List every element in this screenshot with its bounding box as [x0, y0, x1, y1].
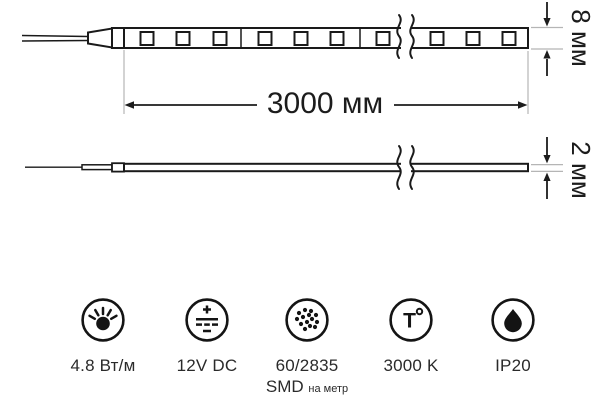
light-power-icon: [81, 298, 125, 342]
spec-label-power: 4.8 Вт/м: [70, 356, 136, 375]
spec-sublabel-led-density: SMD на метр: [266, 377, 348, 397]
strip-body: [123, 162, 529, 173]
arrowhead-down: [543, 155, 551, 164]
connector-plug: [87, 27, 113, 49]
strip-side-view: [25, 145, 529, 190]
color-temperature-icon: T: [389, 298, 433, 342]
width-dimension-label: 8 мм: [566, 9, 596, 66]
strip-top-view: [21, 14, 529, 59]
spec-item-led-density: 60/2835 SMD на метр: [252, 297, 362, 397]
arrowhead-up: [543, 50, 551, 59]
spec-label-ip-rating: IP20: [495, 356, 531, 375]
spec-label-color-temperature: 3000 K: [383, 356, 439, 375]
arrowhead-up: [543, 172, 551, 181]
led-chip: [465, 31, 481, 46]
wire-line: [21, 34, 89, 38]
spec-item-voltage: 12V DC: [152, 297, 262, 376]
per-meter-text: на метр: [308, 383, 349, 395]
ip-rating-icon: [491, 298, 535, 342]
dc-voltage-icon: [185, 298, 229, 342]
temperature-glyph: T: [403, 310, 416, 333]
wire-line: [21, 39, 89, 42]
led-density-icon: [285, 298, 329, 342]
spec-label-led-density: 60/2835: [275, 356, 339, 375]
connector-plug: [111, 162, 125, 173]
strip-break-mark: [396, 145, 415, 190]
spec-label-voltage: 12V DC: [176, 356, 238, 375]
led-chip: [375, 31, 391, 46]
led-chip: [139, 31, 155, 46]
arrowhead-left: [124, 101, 134, 109]
spec-item-power: 4.8 Вт/м: [48, 297, 158, 376]
spec-item-ip-rating: IP20: [458, 297, 568, 376]
led-strip-diagram: 3000 мм 8 мм: [21, 2, 596, 199]
arrowhead-down: [543, 18, 551, 27]
width-dimension: 8 мм: [531, 2, 596, 76]
led-chip: [175, 31, 191, 46]
smd-text: SMD: [265, 377, 304, 396]
strip-break-mark: [396, 14, 415, 59]
led-chip: [257, 31, 273, 46]
length-dimension: 3000 мм: [123, 50, 529, 120]
led-chip: [329, 31, 345, 46]
thickness-dimension-label: 2 мм: [566, 141, 596, 198]
length-dimension-label: 3000 мм: [267, 87, 383, 120]
led-chip: [501, 31, 517, 46]
led-chips: [139, 31, 517, 46]
spec-item-color-temperature: T 3000 K: [356, 297, 466, 376]
led-chip: [429, 31, 445, 46]
thickness-dimension: 2 мм: [531, 137, 596, 199]
led-chip: [293, 31, 309, 46]
arrowhead-right: [518, 101, 528, 109]
led-chip: [212, 31, 228, 46]
wire-sleeve: [81, 164, 113, 171]
